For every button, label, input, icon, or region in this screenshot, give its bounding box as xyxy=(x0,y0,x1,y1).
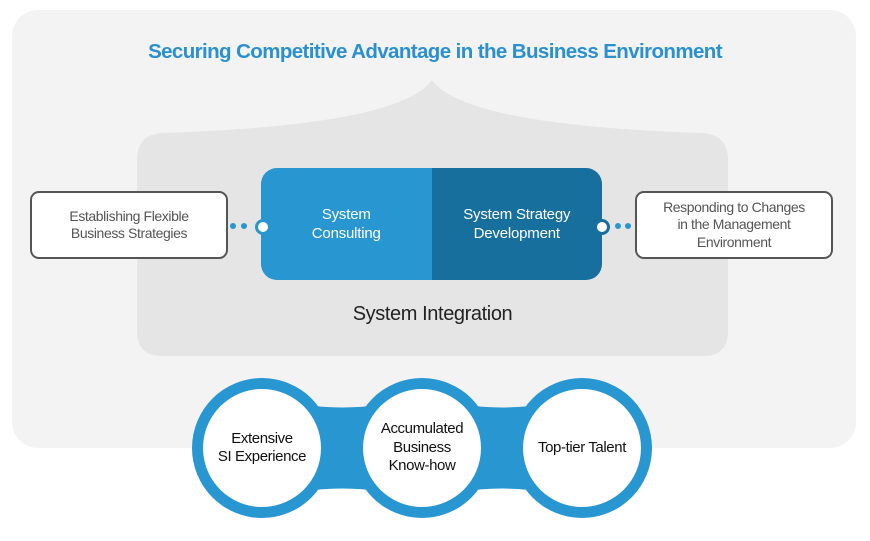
management-changes-box: Responding to Changes in the Management … xyxy=(635,191,833,259)
strength-line: Know-how xyxy=(388,457,456,475)
system-strategy-block: System Strategy Development xyxy=(431,168,602,280)
strength-line: Accumulated xyxy=(380,420,464,438)
strength-fill-2 xyxy=(363,389,481,507)
strength-line: Extensive xyxy=(231,429,293,447)
strength-line: SI Experience xyxy=(217,448,307,465)
block-line: Consulting xyxy=(311,225,381,242)
connector-node-right xyxy=(594,219,610,235)
strength-top-talent: Top-tier Talent xyxy=(524,390,640,506)
strength-business-knowhow: Accumulated Business Know-how xyxy=(364,390,480,506)
box-line: Responding to Changes xyxy=(663,198,805,215)
block-line: System xyxy=(321,206,371,223)
block-line: Development xyxy=(473,225,560,242)
connector-dot xyxy=(230,223,236,229)
system-integration-core: System Consulting System Strategy Develo… xyxy=(261,168,602,280)
strength-line: Business xyxy=(393,438,451,456)
strength-fill-1 xyxy=(203,389,321,507)
system-consulting-block: System Consulting xyxy=(261,168,432,280)
strength-fill-3 xyxy=(523,389,641,507)
box-line: Environment xyxy=(696,233,772,250)
flexible-strategies-box: Establishing Flexible Business Strategie… xyxy=(30,191,228,259)
box-line: in the Management xyxy=(677,216,791,233)
block-line: System Strategy xyxy=(463,206,571,223)
connector-dot xyxy=(241,223,247,229)
strength-si-experience: Extensive SI Experience xyxy=(204,390,320,506)
connector-dot xyxy=(615,223,621,229)
diagram-title: Securing Competitive Advantage in the Bu… xyxy=(148,40,722,63)
system-integration-label: System Integration xyxy=(352,303,513,325)
box-line: Business Strategies xyxy=(70,225,188,241)
connector-node-left xyxy=(255,219,271,235)
connector-dot xyxy=(625,223,631,229)
box-line: Establishing Flexible xyxy=(69,207,189,224)
strength-line: Top-tier Talent xyxy=(538,438,626,456)
